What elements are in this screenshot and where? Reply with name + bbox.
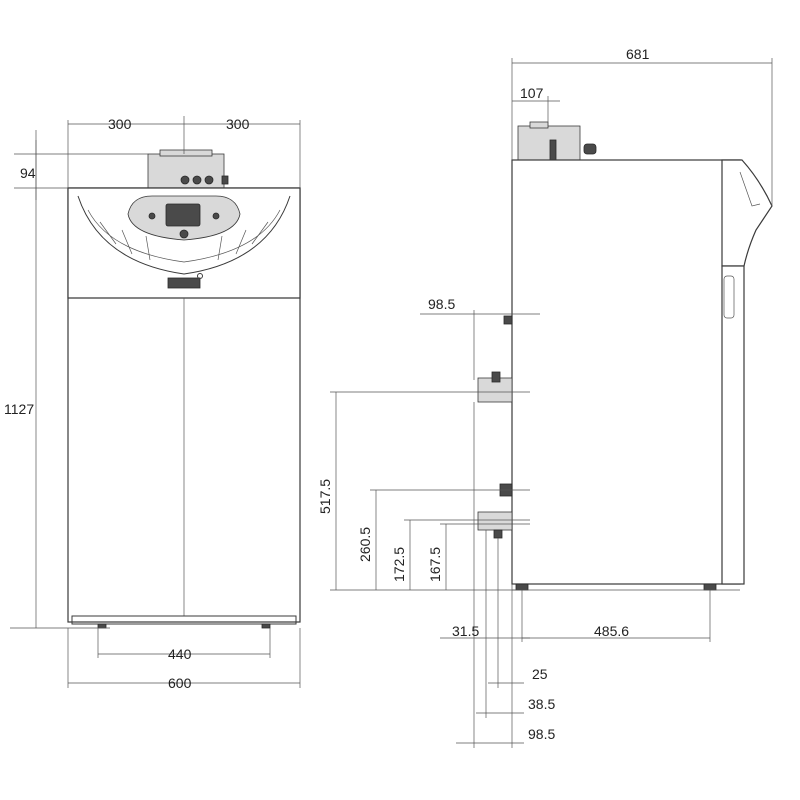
side-foot-front bbox=[703, 583, 717, 591]
front-flue-connector bbox=[147, 149, 229, 189]
front-panel-curve bbox=[77, 195, 291, 275]
front-badge bbox=[167, 273, 203, 289]
side-view: 681 107 98.5 517.5 260.5 172.5 167.5 31.… bbox=[317, 46, 773, 748]
side-connection-upper bbox=[477, 371, 513, 403]
dim-label-front-440: 440 bbox=[168, 646, 192, 662]
side-dim-260-5 bbox=[370, 489, 530, 590]
side-dim-172-5 bbox=[404, 519, 530, 590]
side-dim-98-5-upper bbox=[420, 310, 540, 380]
dim-label-side-260-5: 260.5 bbox=[357, 527, 373, 562]
front-base bbox=[71, 615, 297, 625]
dim-label-front-1127: 1127 bbox=[4, 401, 34, 417]
dim-label-side-31-5: 31.5 bbox=[452, 623, 479, 639]
side-front-fascia bbox=[721, 159, 773, 267]
dim-label-side-172-5: 172.5 bbox=[391, 547, 407, 582]
dim-label-side-107: 107 bbox=[520, 85, 544, 101]
dim-label-side-485-6: 485.6 bbox=[594, 623, 629, 639]
front-dim-600 bbox=[67, 628, 301, 688]
front-dim-440 bbox=[97, 628, 271, 658]
front-dim-1127 bbox=[10, 130, 110, 629]
side-flue-connector bbox=[517, 121, 597, 161]
dim-label-side-167-5: 167.5 bbox=[427, 547, 443, 582]
dim-label-front-600: 600 bbox=[168, 675, 192, 691]
side-body bbox=[511, 159, 741, 585]
dim-label-front-94: 94 bbox=[20, 165, 36, 181]
dim-label-side-681: 681 bbox=[626, 46, 650, 62]
side-connection-lower bbox=[477, 511, 513, 539]
side-dim-681 bbox=[511, 58, 773, 206]
control-unit bbox=[127, 195, 241, 241]
dim-label-side-25: 25 bbox=[532, 666, 548, 682]
side-foot-rear bbox=[515, 583, 529, 591]
dim-label-side-517-5: 517.5 bbox=[317, 479, 333, 514]
dim-label-front-300-right: 300 bbox=[226, 116, 250, 132]
side-bottom-verticals bbox=[473, 402, 711, 748]
side-dim-107 bbox=[512, 96, 560, 126]
front-view: 300 300 94 1127 440 600 bbox=[4, 116, 301, 691]
side-dim-517-5 bbox=[330, 391, 530, 590]
dim-label-side-98-5-upper: 98.5 bbox=[428, 296, 455, 312]
dim-label-side-38-5: 38.5 bbox=[528, 696, 555, 712]
dim-label-side-98-5-lower: 98.5 bbox=[528, 726, 555, 742]
dim-label-front-300-left: 300 bbox=[108, 116, 132, 132]
side-dim-167-5 bbox=[440, 523, 530, 590]
